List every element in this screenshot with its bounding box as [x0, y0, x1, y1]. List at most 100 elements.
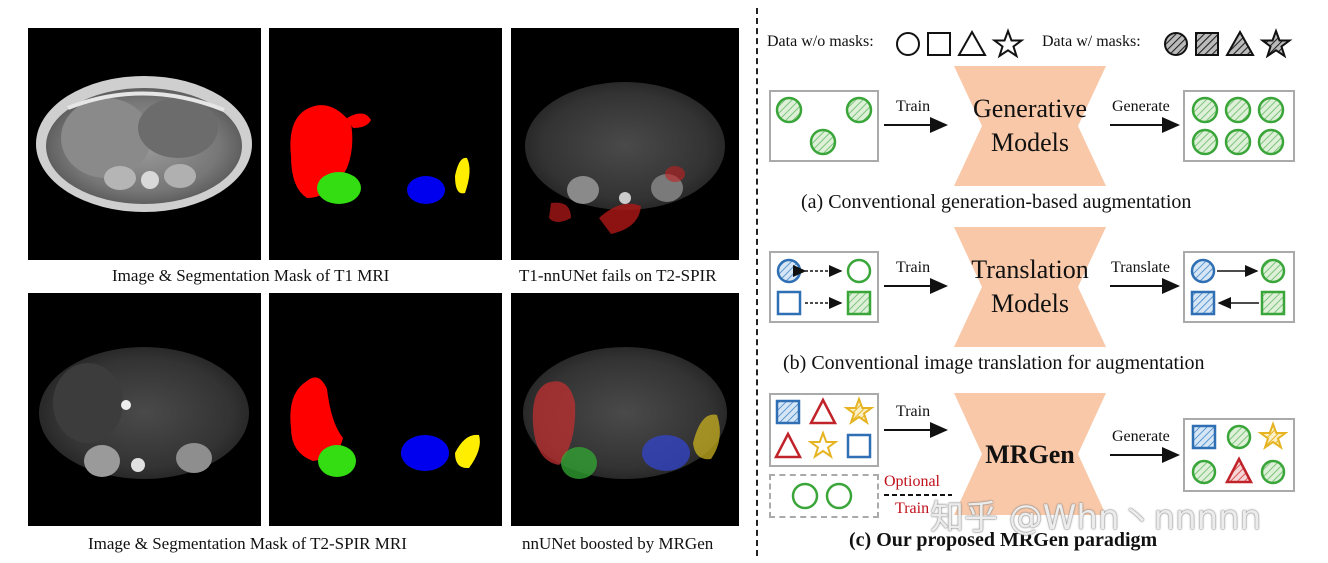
hatched-triangle-icon — [1225, 29, 1255, 56]
section-c-optional-box — [769, 474, 879, 518]
t1-nnunet-fails-panel — [511, 28, 739, 260]
star-icon — [807, 430, 839, 460]
t2-segmentation-mask — [290, 377, 480, 477]
triangle-icon — [1224, 456, 1254, 484]
mrgen-model-label: MRGen — [985, 440, 1075, 469]
section-c-optional-dashed-line — [884, 494, 952, 496]
section-a-train-label: Train — [896, 98, 931, 115]
section-a-output-shapes — [1191, 96, 1285, 156]
hatched-star-icon — [1259, 28, 1293, 59]
square-icon — [776, 290, 802, 316]
section-b-caption: (b) Conventional image translation for a… — [783, 352, 1205, 374]
section-c-train-arrow — [884, 422, 948, 438]
section-b-translate-arrow — [1110, 278, 1180, 294]
section-b-translate-label: Translate — [1111, 259, 1170, 276]
section-b-train-arrow — [884, 278, 948, 294]
section-c-train-label: Train — [896, 403, 931, 420]
legend-with-masks-shapes — [1164, 28, 1293, 59]
section-c-input-box — [769, 393, 879, 467]
section-divider — [756, 8, 758, 556]
section-c-optional-label: Optional — [884, 473, 940, 490]
generative-model-label: Generative Models — [954, 92, 1106, 160]
section-c-generate-label: Generate — [1112, 428, 1170, 445]
circle-icon — [1224, 96, 1252, 124]
t1-mri-image-panel — [28, 28, 261, 260]
circle-icon — [825, 482, 853, 510]
section-c-input-shapes — [773, 396, 875, 460]
legend-without-masks-label: Data w/o masks: — [767, 33, 874, 50]
circle-icon — [1190, 258, 1216, 284]
circle-icon — [896, 32, 920, 56]
circle-icon — [791, 482, 819, 510]
star-icon — [843, 396, 875, 426]
t1-mri-image — [36, 76, 252, 212]
square-icon — [846, 433, 872, 459]
section-c-generate-arrow — [1110, 447, 1180, 463]
circle-icon — [1226, 424, 1252, 450]
watermark: 知乎 @Whn丶nnnnn — [930, 498, 1262, 538]
t1-segmentation-mask-panel — [269, 28, 502, 260]
circle-icon — [775, 96, 803, 124]
section-a-train-arrow — [884, 117, 948, 133]
square-icon — [775, 399, 801, 425]
hatched-square-icon — [1195, 32, 1219, 56]
t2-mri-image-panel — [28, 293, 261, 526]
section-a-generate-label: Generate — [1112, 98, 1170, 115]
t1-nnunet-prediction — [525, 82, 725, 234]
model-label-line1: Translation — [971, 255, 1089, 284]
t1-segmentation-mask — [290, 105, 470, 204]
triangle-icon — [808, 397, 838, 425]
mrgen-boosted-prediction — [523, 347, 727, 479]
star-icon — [991, 28, 1025, 59]
section-c-output-shapes — [1191, 421, 1289, 485]
circle-icon — [1191, 128, 1219, 156]
circle-icon — [1224, 128, 1252, 156]
section-c-output-box — [1183, 418, 1295, 492]
section-b-output-box — [1183, 251, 1295, 323]
triangle-icon — [957, 29, 987, 56]
translation-model-shape — [954, 227, 1106, 347]
translation-model-label: Translation Models — [954, 253, 1106, 321]
circle-icon — [776, 258, 802, 284]
legend-without-masks-shapes — [896, 28, 1025, 59]
triangle-icon — [773, 431, 803, 459]
model-label-line1: Generative — [972, 94, 1088, 123]
circle-icon — [1257, 128, 1285, 156]
t2-segmentation-mask-panel — [269, 293, 502, 526]
circle-icon — [846, 258, 872, 284]
section-b-output-shapes — [1190, 258, 1286, 316]
section-c-optional-train-label: Train — [895, 500, 930, 517]
section-a-input-shapes — [775, 96, 873, 156]
circle-icon — [845, 96, 873, 124]
legend-with-masks-label: Data w/ masks: — [1042, 33, 1141, 50]
hatched-circle-icon — [1164, 32, 1188, 56]
section-a-output-box — [1183, 90, 1295, 162]
section-a-caption: (a) Conventional generation-based augmen… — [801, 191, 1192, 213]
square-icon — [846, 290, 872, 316]
star-icon — [1257, 421, 1289, 451]
square-icon — [1190, 290, 1216, 316]
square-icon — [1191, 424, 1217, 450]
circle-icon — [1191, 96, 1219, 124]
circle-icon — [1260, 459, 1286, 485]
square-icon — [927, 32, 951, 56]
mrgen-model-shape — [954, 393, 1106, 515]
row1-caption-right: T1-nnUNet fails on T2-SPIR — [519, 266, 717, 285]
mrgen-boosted-panel — [511, 293, 739, 526]
generative-model-shape — [954, 66, 1106, 186]
circle-icon — [1257, 96, 1285, 124]
section-b-input-shapes — [776, 258, 872, 316]
section-b-train-label: Train — [896, 259, 931, 276]
t2-mri-image — [39, 347, 249, 479]
square-icon — [1260, 290, 1286, 316]
model-label-line2: Models — [991, 289, 1069, 318]
circle-icon — [809, 128, 837, 156]
row1-caption-left: Image & Segmentation Mask of T1 MRI — [112, 266, 390, 285]
row2-caption-left: Image & Segmentation Mask of T2-SPIR MRI — [88, 534, 407, 553]
section-c-caption: (c) Our proposed MRGen paradigm — [849, 529, 1158, 551]
section-a-generate-arrow — [1110, 117, 1180, 133]
section-c-optional-shapes — [791, 482, 853, 510]
section-b-input-box — [769, 251, 879, 323]
circle-icon — [1260, 258, 1286, 284]
row2-caption-right: nnUNet boosted by MRGen — [522, 534, 714, 553]
